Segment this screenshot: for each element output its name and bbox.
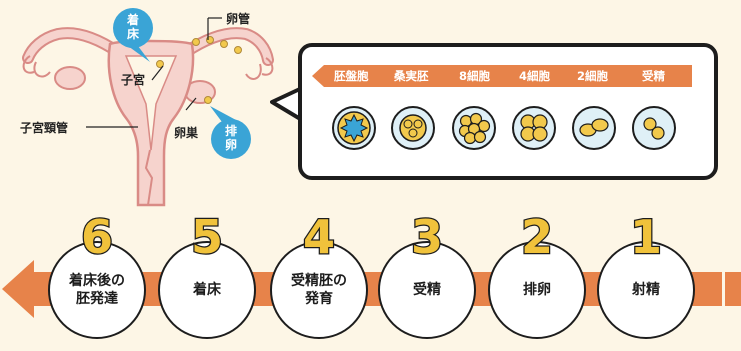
step-label-1: 射精: [632, 282, 660, 298]
egg-dot: [220, 40, 228, 48]
step-label-3: 受精: [413, 282, 441, 298]
step-number-2: 2: [520, 210, 555, 264]
leader-uterus: [151, 65, 164, 81]
right-fallopian-tube-inner: [182, 29, 272, 64]
left-ovary: [54, 66, 86, 90]
step-number-6: 6: [80, 210, 115, 264]
uterus-illustration: [22, 8, 274, 207]
step-label-2: 排卵: [523, 282, 551, 298]
eight-cell: [452, 106, 496, 150]
egg-dot: [204, 96, 212, 104]
stage-label: 受精: [642, 69, 665, 83]
four-cell: [512, 106, 556, 150]
step-number-5: 5: [190, 210, 225, 264]
step-circle-4: 受精胚の 発育: [270, 241, 368, 339]
leader-ovary: [185, 97, 197, 111]
egg-dot: [234, 46, 242, 54]
step-circle-1: 射精: [597, 241, 695, 339]
ovulation-bubble-tail: [210, 106, 236, 122]
stage-label: 8細胞: [459, 69, 491, 83]
ovulation-bubble: [211, 119, 251, 159]
blastocyst-cell: [332, 106, 376, 150]
uterine-cavity: [124, 55, 178, 151]
step-label-5: 着床: [193, 282, 221, 298]
bubble-text-implantation: 着床: [126, 13, 139, 41]
two-cell: [572, 106, 616, 150]
step-number-4: 4: [302, 210, 337, 264]
label-fallopian-tube: 卵管: [226, 12, 251, 26]
fertilized-egg: [632, 106, 676, 150]
stage-label: 桑実胚: [394, 69, 429, 83]
morula-cell: [391, 106, 435, 150]
step-circle-3: 受精: [378, 241, 476, 339]
label-cervix: 子宮頸管: [20, 121, 69, 135]
step-circle-6: 着床後の 胚発達: [48, 241, 146, 339]
bubble-text-ovulation: 排卵: [224, 124, 237, 152]
label-uterus: 子宮: [121, 73, 146, 87]
egg-dot: [156, 60, 164, 68]
step-label-6: 着床後の 胚発達: [69, 273, 125, 307]
stage-label: 2細胞: [577, 69, 609, 83]
step-circle-5: 着床: [158, 241, 256, 339]
speech-pointer: [270, 86, 304, 122]
implantation-bubble: [113, 8, 153, 48]
left-fimbriae: [22, 55, 51, 78]
stage-label: 4細胞: [519, 69, 551, 83]
implantation-bubble-tail: [128, 46, 150, 62]
embryo-cells: [332, 106, 676, 150]
step-number-3: 3: [410, 210, 445, 264]
egg-dot: [192, 38, 200, 46]
stage-label: 胚盤胞: [334, 69, 369, 83]
step-number-1: 1: [629, 210, 664, 264]
right-fimbriae: [245, 57, 274, 80]
step-circle-2: 排卵: [488, 241, 586, 339]
label-ovary: 卵巣: [174, 126, 199, 140]
step-label-4: 受精胚の 発育: [291, 273, 347, 307]
cervical-canal: [144, 149, 154, 206]
left-fallopian-tube-inner: [24, 29, 122, 62]
development-panel: 胚盤胞 桑実胚 8細胞 4細胞 2細胞 受精: [298, 43, 718, 180]
development-arrow-bar: 胚盤胞 桑実胚 8細胞 4細胞 2細胞 受精: [312, 65, 692, 87]
